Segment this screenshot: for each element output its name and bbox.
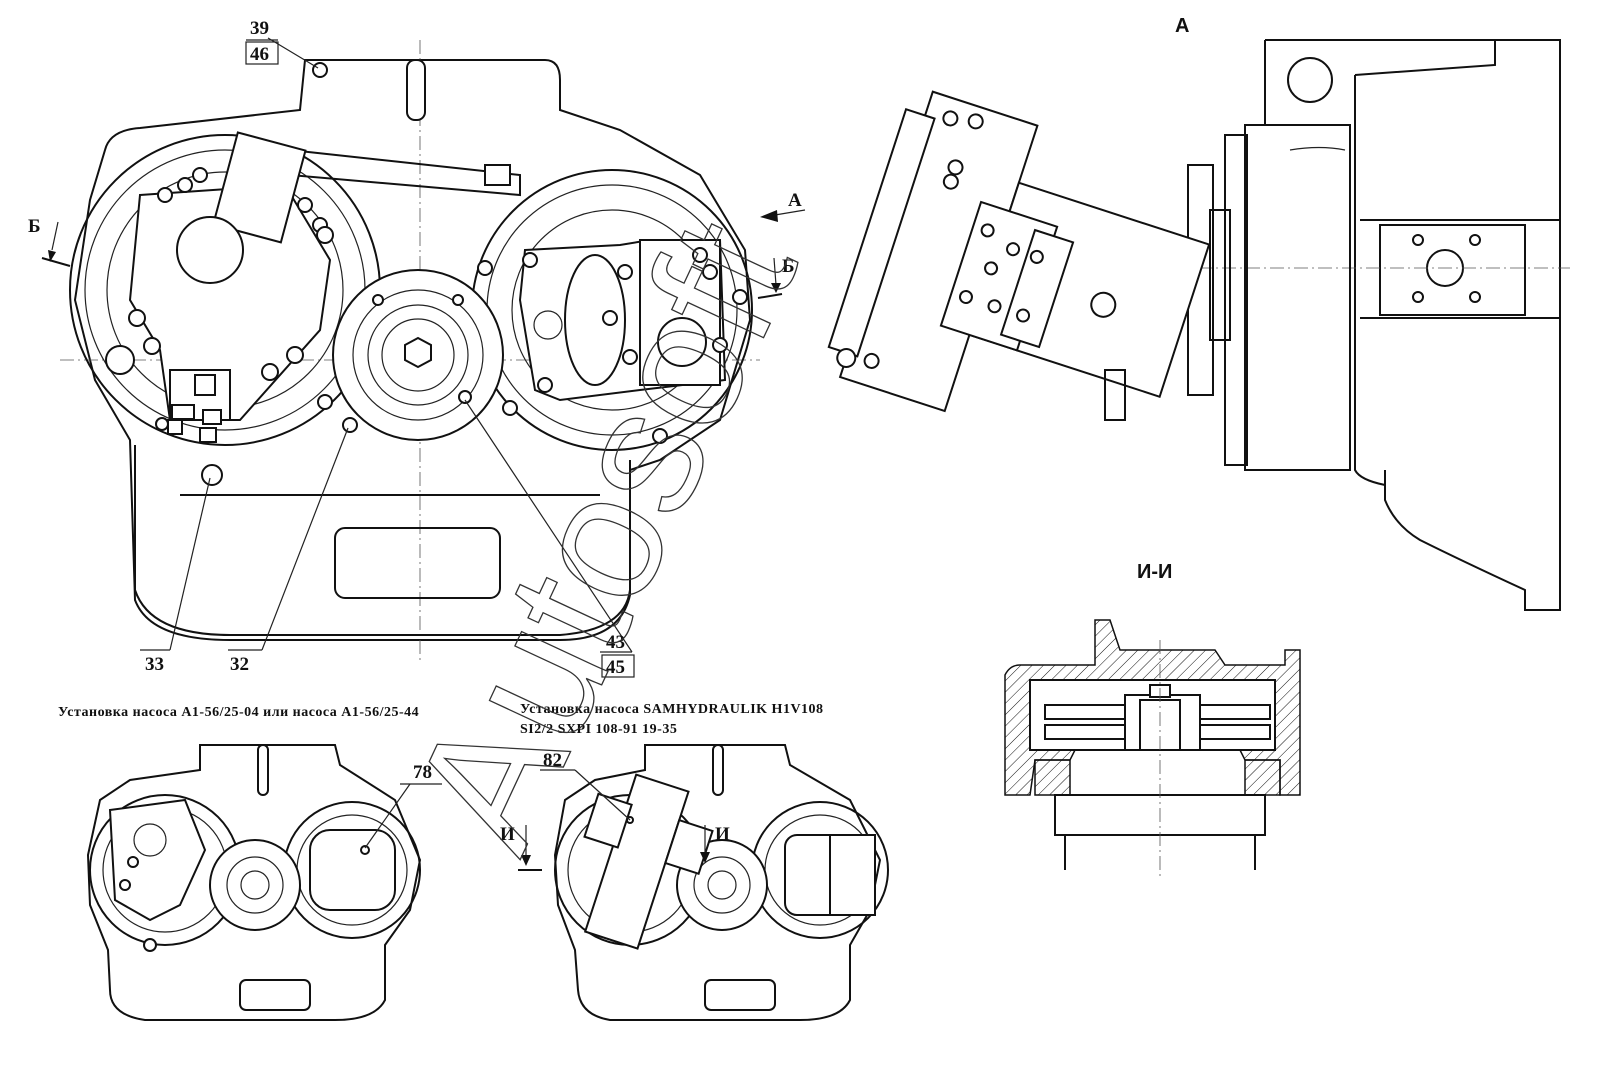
main-front-view: [41, 37, 806, 660]
section-i-i-title: И-И: [1137, 561, 1172, 583]
label-82: 82: [543, 750, 562, 771]
caption-right-line2: SI2/2 SXPI 108-91 19-35: [520, 722, 677, 737]
arrow-i-right-label: И: [715, 824, 730, 845]
label-33: 33: [145, 654, 164, 675]
callout-39-46: 39 46: [245, 18, 279, 65]
view-a: [827, 39, 1570, 611]
caption-right-line1: Установка насоса SAMHYDRAULIK H1V108: [520, 702, 824, 717]
section-i-i: [1004, 619, 1301, 880]
small-view-left: [86, 744, 442, 1021]
label-46: 46: [250, 44, 269, 65]
label-32: 32: [230, 654, 249, 675]
callout-43-45: 43 45: [601, 632, 635, 678]
bolt-group: [128, 62, 748, 486]
arrow-a-label: А: [788, 190, 802, 211]
label-43: 43: [606, 632, 625, 653]
arrow-b-right-label: Б: [782, 256, 795, 277]
caption-left: Установка насоса А1-56/25-04 или насоса …: [58, 705, 419, 720]
label-78: 78: [413, 762, 432, 783]
small-view-right: [518, 744, 889, 1021]
arrow-i-left-label: И: [500, 824, 515, 845]
arrow-b-left-label: Б: [28, 216, 41, 237]
label-45: 45: [606, 657, 625, 678]
view-a-title: А: [1175, 15, 1189, 37]
label-39: 39: [250, 18, 269, 39]
